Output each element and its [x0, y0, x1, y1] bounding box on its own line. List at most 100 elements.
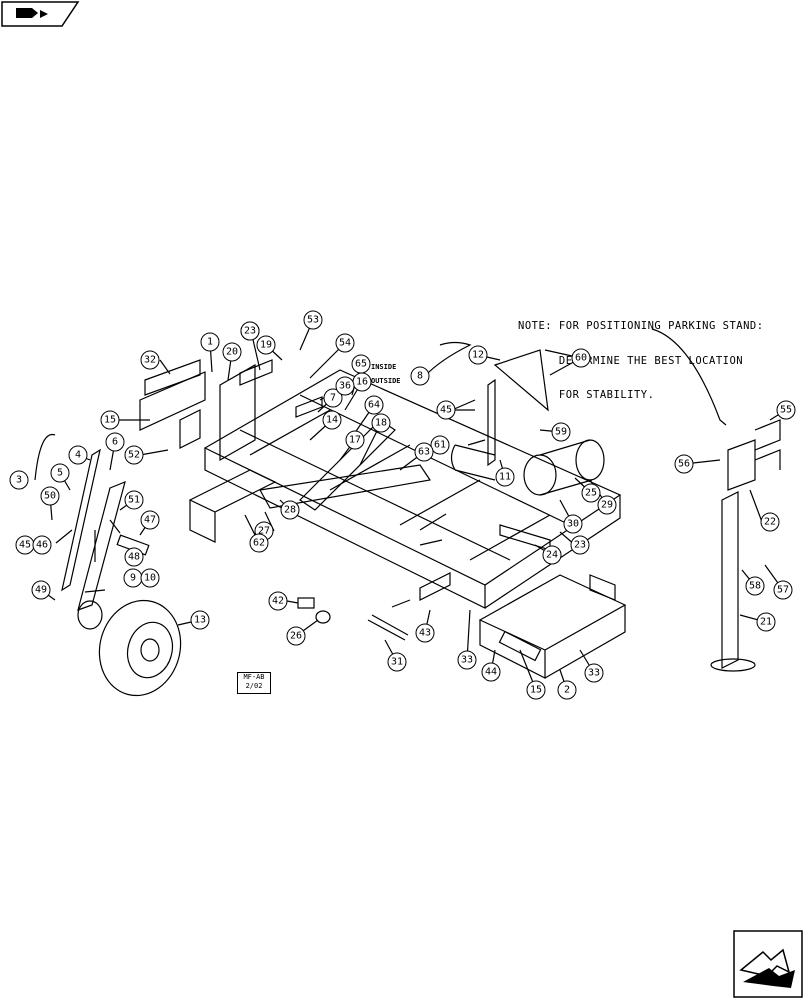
- callout-number: 60: [575, 353, 587, 364]
- callout-45: 45: [436, 400, 456, 420]
- callout-circle: [457, 650, 477, 670]
- callout-number: 3: [16, 475, 22, 486]
- callout-36: 36: [335, 376, 355, 396]
- callout-circle: [303, 310, 323, 330]
- note-line: NOTE: FOR POSITIONING PARKING STAND:: [518, 320, 764, 332]
- callout-number: 19: [260, 340, 272, 351]
- callout-18: 18: [371, 413, 391, 433]
- jack-tube: [61, 448, 101, 592]
- callout-circle: [140, 350, 160, 370]
- callout-number: 42: [272, 596, 284, 607]
- callout-number: 22: [764, 517, 776, 528]
- callout-number: 13: [194, 615, 206, 626]
- callout-number: 12: [472, 350, 484, 361]
- callout-circle: [140, 510, 160, 530]
- callout-20: 20: [222, 342, 242, 362]
- callout-15: 15: [526, 680, 546, 700]
- callout-circle: [551, 422, 571, 442]
- callout-10: 10: [140, 568, 160, 588]
- callout-45: 45: [15, 535, 35, 555]
- callout-number: 24: [546, 550, 558, 561]
- callout-number: 53: [307, 315, 319, 326]
- callout-number: 29: [601, 500, 613, 511]
- callout-circle: [31, 580, 51, 600]
- callout-number: 16: [356, 377, 368, 388]
- callout-circle: [584, 663, 604, 683]
- callout-circle: [68, 445, 88, 465]
- callout-circle: [557, 680, 577, 700]
- callout-circle: [387, 652, 407, 672]
- callout-circle: [240, 321, 260, 341]
- front-plate: [219, 363, 256, 462]
- callout-circle: [436, 400, 456, 420]
- callout-2: 2: [557, 680, 577, 700]
- callout-number: 52: [128, 450, 140, 461]
- callout-number: 2: [564, 685, 570, 696]
- callout-19: 19: [256, 335, 276, 355]
- callout-26: 26: [286, 626, 306, 646]
- triangle-bracket: [493, 349, 549, 412]
- callout-number: 9: [130, 573, 136, 584]
- callout-number: 15: [104, 415, 116, 426]
- callout-circle: [570, 535, 590, 555]
- callout-51: 51: [124, 490, 144, 510]
- callout-number: 50: [44, 491, 56, 502]
- callout-number: 44: [485, 667, 497, 678]
- callout-circle: [414, 442, 434, 462]
- callout-circle: [364, 395, 384, 415]
- note-line: FOR STABILITY.: [518, 389, 655, 401]
- callout-52: 52: [124, 445, 144, 465]
- callout-30: 30: [563, 514, 583, 534]
- callout-56: 56: [674, 454, 694, 474]
- callout-48: 48: [124, 547, 144, 567]
- callout-63: 63: [414, 442, 434, 462]
- callout-53: 53: [303, 310, 323, 330]
- callout-number: 45: [440, 405, 452, 416]
- callout-23: 23: [570, 535, 590, 555]
- callout-number: 43: [419, 628, 431, 639]
- callout-28: 28: [280, 500, 300, 520]
- callout-13: 13: [190, 610, 210, 630]
- callout-number: 28: [284, 505, 296, 516]
- callout-22: 22: [760, 512, 780, 532]
- callout-number: 4: [75, 450, 81, 461]
- prev-page-arrow-icon[interactable]: [0, 0, 80, 28]
- callout-circle: [542, 545, 562, 565]
- callout-31: 31: [387, 652, 407, 672]
- callout-1: 1: [200, 332, 220, 352]
- callout-circle: [124, 445, 144, 465]
- callout-number: 17: [349, 435, 361, 446]
- callout-number: 58: [749, 581, 761, 592]
- callout-57: 57: [773, 580, 793, 600]
- callout-49: 49: [31, 580, 51, 600]
- callout-number: 55: [780, 405, 792, 416]
- callout-circle: [124, 547, 144, 567]
- callout-number: 33: [588, 668, 600, 679]
- callout-number: 6: [112, 437, 118, 448]
- callout-number: 36: [339, 381, 351, 392]
- callout-circle: [323, 388, 343, 408]
- callout-number: 31: [391, 657, 403, 668]
- callout-33: 33: [584, 663, 604, 683]
- callout-circle: [430, 435, 450, 455]
- callout-number: 54: [339, 338, 351, 349]
- outside-label: OUTSIDE: [371, 377, 401, 385]
- callout-circle: [674, 454, 694, 474]
- callout-47: 47: [140, 510, 160, 530]
- callout-circle: [124, 490, 144, 510]
- next-page-arrow-icon[interactable]: [733, 930, 803, 998]
- callout-61: 61: [430, 435, 450, 455]
- callout-circle: [280, 500, 300, 520]
- callout-32: 32: [140, 350, 160, 370]
- callout-number: 10: [144, 573, 156, 584]
- callout-number: 5: [57, 468, 63, 479]
- callout-number: 46: [36, 540, 48, 551]
- callout-number: 21: [760, 617, 772, 628]
- callout-circle: [268, 591, 288, 611]
- callout-number: 11: [499, 472, 511, 483]
- drawing-stamp: MF-AB 2/02: [237, 672, 271, 694]
- callout-42: 42: [268, 591, 288, 611]
- callout-54: 54: [335, 333, 355, 353]
